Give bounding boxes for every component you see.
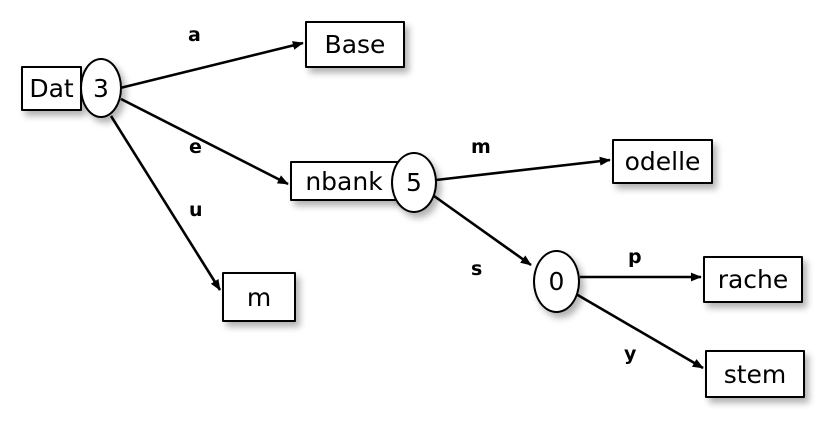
node-base[interactable]: Base bbox=[305, 21, 405, 68]
node-label: nbank bbox=[305, 166, 383, 196]
edge-e-s bbox=[433, 194, 532, 267]
node-dat[interactable]: Dat bbox=[21, 66, 82, 111]
node-n0[interactable]: 0 bbox=[533, 250, 580, 313]
edge-label-m: m bbox=[471, 136, 491, 158]
node-n3[interactable]: 3 bbox=[80, 58, 122, 118]
edge-e-y bbox=[575, 292, 704, 370]
edge-label-y: y bbox=[624, 343, 637, 365]
edge-label-u: u bbox=[189, 199, 203, 221]
node-n5[interactable]: 5 bbox=[391, 152, 437, 213]
node-stem[interactable]: stem bbox=[705, 350, 805, 398]
node-label: rache bbox=[717, 265, 789, 294]
edge-e-a bbox=[119, 41, 304, 90]
edge-label-e: e bbox=[189, 136, 202, 158]
node-label: 5 bbox=[406, 168, 422, 197]
node-label: stem bbox=[723, 359, 787, 389]
node-label: Base bbox=[324, 30, 386, 59]
edge-e-u bbox=[109, 115, 222, 291]
edge-label-p: p bbox=[628, 246, 642, 268]
node-label: 0 bbox=[548, 267, 565, 296]
node-nbank[interactable]: nbank bbox=[290, 161, 398, 201]
node-rache[interactable]: rache bbox=[703, 256, 803, 303]
node-label: 3 bbox=[93, 73, 109, 103]
edge-e-m bbox=[435, 156, 611, 182]
node-label: odelle bbox=[624, 147, 701, 176]
edge-label-s: s bbox=[471, 258, 483, 280]
node-label: Dat bbox=[29, 74, 74, 103]
edge-e-e bbox=[120, 97, 289, 186]
edge-lines bbox=[109, 41, 704, 370]
node-label: m bbox=[246, 282, 272, 312]
node-odelle[interactable]: odelle bbox=[612, 139, 713, 184]
edge-label-a: a bbox=[188, 24, 201, 46]
node-m[interactable]: m bbox=[222, 272, 296, 322]
